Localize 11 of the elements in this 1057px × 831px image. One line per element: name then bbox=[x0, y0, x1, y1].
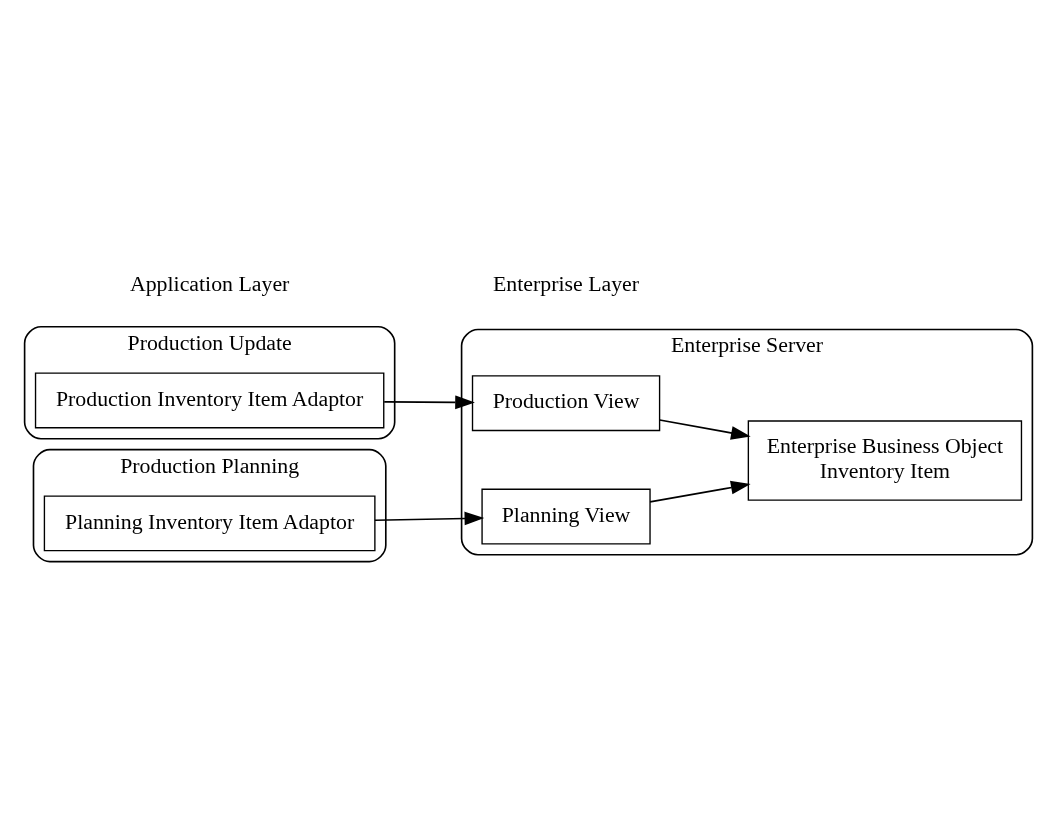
arrow bbox=[383, 395, 475, 410]
arrow bbox=[649, 480, 751, 503]
arrow bbox=[658, 419, 751, 440]
node-box: Production Inventory Item Adaptor bbox=[34, 372, 385, 429]
node-box: Planning View bbox=[481, 488, 651, 545]
node-box: Enterprise Business Object Inventory Item bbox=[747, 420, 1023, 501]
label: Application Layer bbox=[129, 271, 290, 296]
label: Enterprise Layer bbox=[493, 271, 640, 296]
node-box: Production View bbox=[471, 375, 661, 432]
node-box: Planning Inventory Item Adaptor bbox=[43, 495, 376, 552]
arrow bbox=[374, 511, 485, 526]
